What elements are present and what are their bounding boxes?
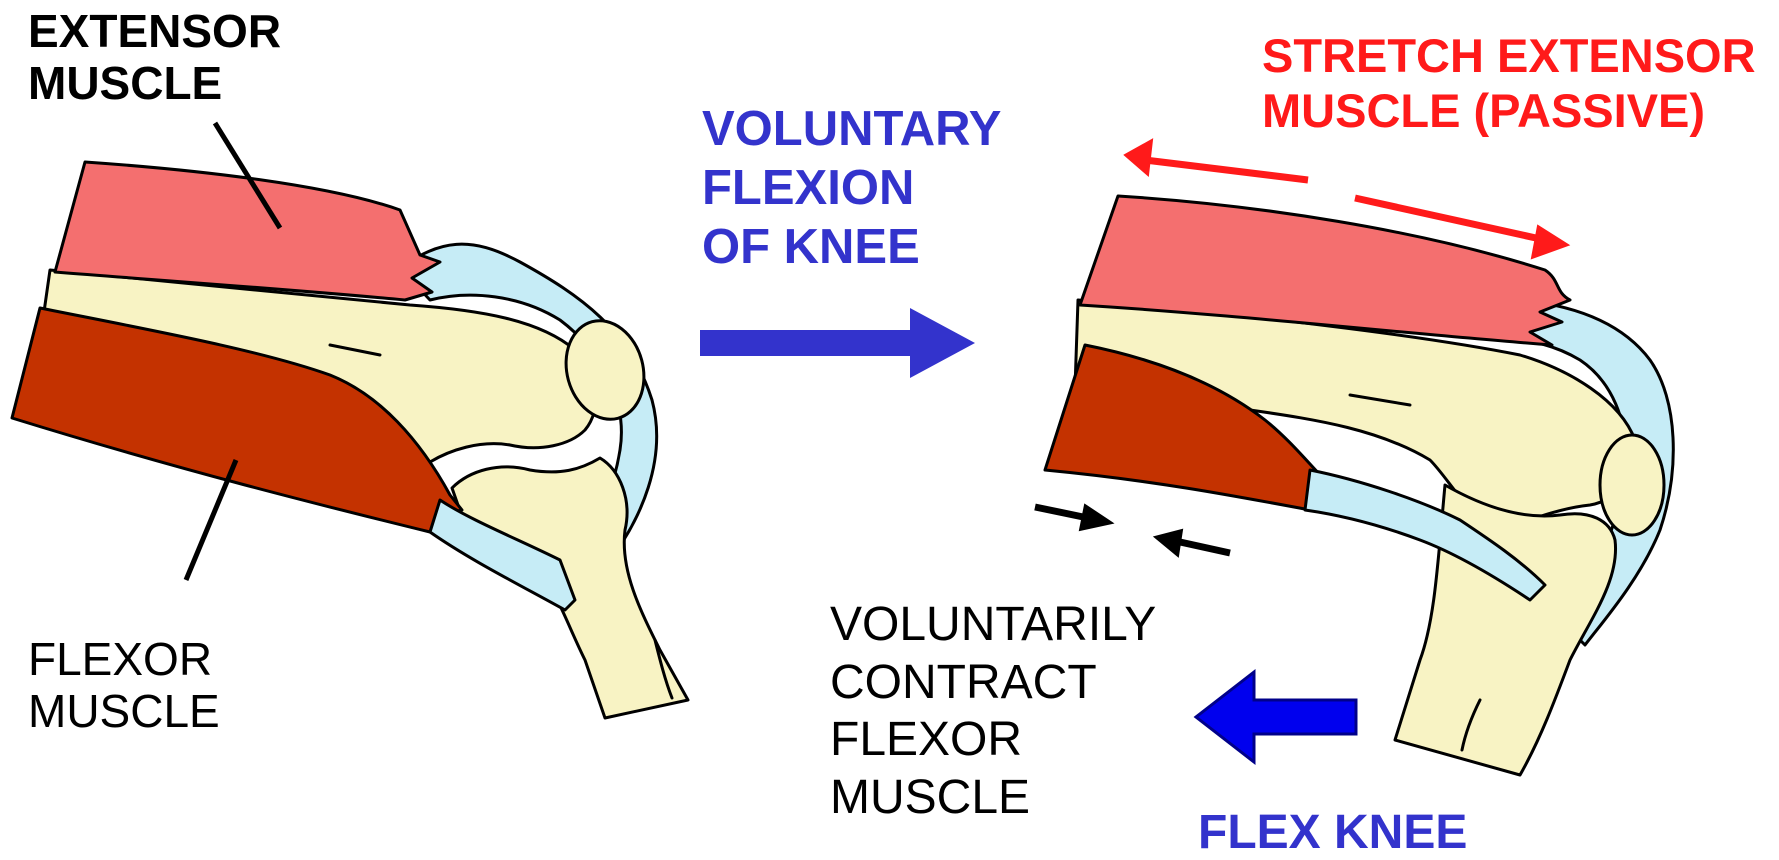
stretch-extensor-label-line2: MUSCLE (PASSIVE) (1262, 83, 1756, 138)
stretch-extensor-label-line1: STRETCH EXTENSOR (1262, 28, 1756, 83)
flexor-muscle-label-line1: FLEXOR (28, 634, 220, 686)
extensor-muscle-label-line1: EXTENSOR (28, 6, 281, 58)
flexor-pointer-line (186, 460, 236, 580)
voluntarily-contract-label-line2: CONTRACT (830, 654, 1156, 712)
stretch-extensor-label: STRETCH EXTENSOR MUSCLE (PASSIVE) (1262, 28, 1756, 139)
voluntary-flexion-label: VOLUNTARY FLEXION OF KNEE (702, 100, 1001, 276)
extensor-muscle-label: EXTENSOR MUSCLE (28, 6, 281, 109)
flexor-muscle-label-line2: MUSCLE (28, 686, 220, 738)
voluntarily-contract-label-line1: VOLUNTARILY (830, 596, 1156, 654)
voluntarily-contract-label-line3: FLEXOR (830, 711, 1156, 769)
contraction-arrow-right-icon (1035, 507, 1088, 518)
flex-knee-label: FLEX KNEE (1198, 806, 1467, 860)
right-arrow-icon (700, 308, 975, 378)
voluntarily-contract-label: VOLUNTARILY CONTRACT FLEXOR MUSCLE (830, 596, 1156, 826)
contraction-arrow-left-icon (1180, 542, 1230, 553)
flexor-muscle-label: FLEXOR MUSCLE (28, 634, 220, 737)
extensor-muscle-label-line2: MUSCLE (28, 58, 281, 110)
right-patella (1600, 435, 1664, 535)
voluntary-flexion-label-line3: OF KNEE (702, 218, 1001, 277)
voluntary-flexion-label-line1: VOLUNTARY (702, 100, 1001, 159)
contraction-arrows (1035, 505, 1230, 556)
stretch-arrow-left-icon (1145, 160, 1308, 180)
voluntarily-contract-label-line4: MUSCLE (830, 769, 1156, 827)
voluntary-flexion-label-line2: FLEXION (702, 159, 1001, 218)
left-arrow-icon (1196, 672, 1356, 762)
